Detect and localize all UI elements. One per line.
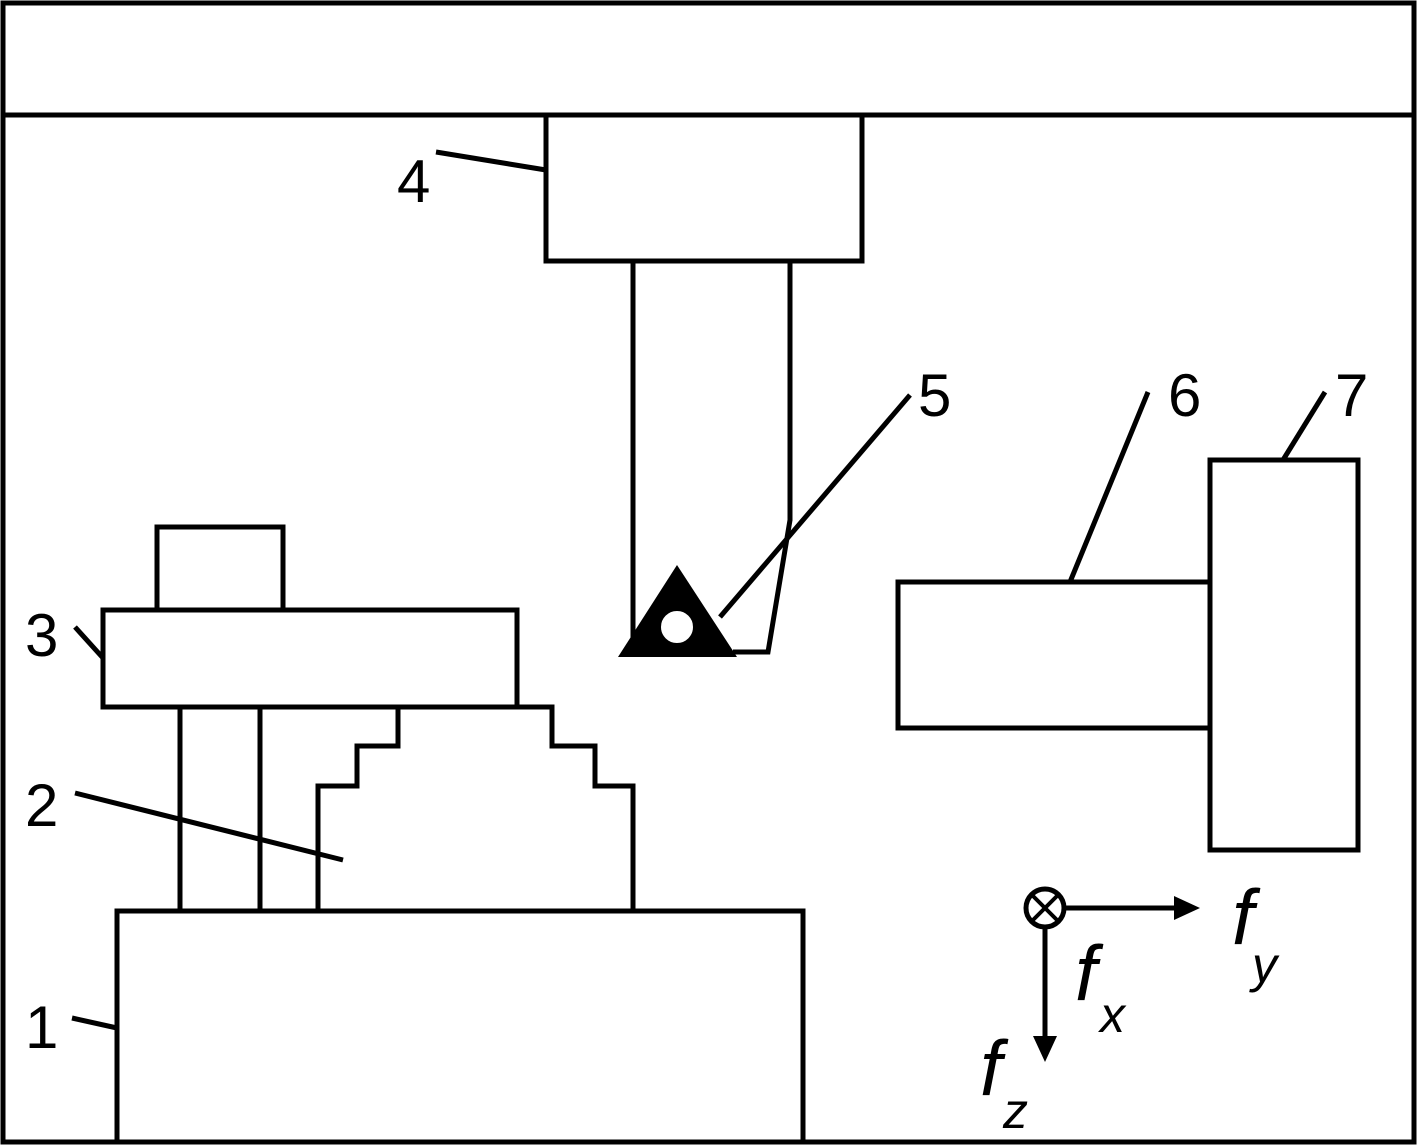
tool-holder-block (543, 112, 865, 264)
leader-7 (1280, 390, 1328, 462)
leader-5 (718, 393, 912, 619)
fx-cross-b (1030, 893, 1060, 923)
fy-subscript: y (1249, 937, 1280, 993)
fy-arrowhead (1174, 896, 1200, 920)
label-part-2: 2 (25, 772, 58, 839)
workpiece-top-block (154, 524, 286, 610)
sensor-mount (1207, 457, 1361, 853)
fz-subscript: z (1002, 1083, 1028, 1139)
force-axes: f y f x f z (980, 873, 1280, 1139)
leader-6 (1067, 391, 1151, 583)
label-part-6: 6 (1168, 362, 1201, 429)
machine-base (114, 908, 806, 1142)
leader-4 (435, 149, 547, 173)
tool-shank-right (733, 261, 793, 655)
fx-subscript: x (1098, 987, 1127, 1043)
leader-3 (73, 625, 105, 660)
fz-arrowhead (1033, 1036, 1057, 1062)
label-part-7: 7 (1335, 362, 1368, 429)
workpiece-plate (100, 607, 520, 710)
label-part-4: 4 (397, 148, 430, 215)
insert-hole (657, 607, 697, 647)
leader-2 (74, 790, 344, 863)
label-part-1: 1 (25, 994, 58, 1061)
leader-1 (71, 1015, 118, 1031)
stepped-support (315, 704, 636, 911)
label-part-3: 3 (25, 602, 58, 669)
sensor-arm (895, 579, 1210, 731)
label-part-5: 5 (918, 362, 951, 429)
